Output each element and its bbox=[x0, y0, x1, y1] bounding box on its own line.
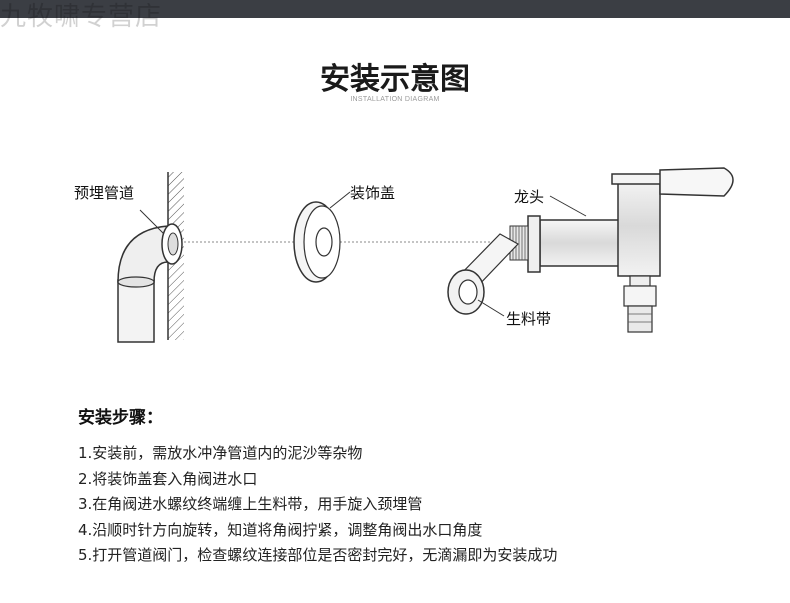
step-item: 3.在角阀进水螺纹终端缠上生料带，用手旋入颈埋管 bbox=[78, 495, 423, 513]
cover-leader-line bbox=[329, 191, 351, 209]
raw-material-tape-icon bbox=[447, 233, 519, 315]
faucet-leader-line bbox=[549, 195, 587, 217]
step-item: 1.安装前，需放水冲净管道内的泥沙等杂物 bbox=[78, 444, 363, 462]
top-bar bbox=[0, 0, 790, 18]
page-title: 安装示意图 bbox=[320, 62, 470, 97]
store-watermark: 九牧啸专营店 bbox=[0, 2, 163, 32]
label-cover: 装饰盖 bbox=[350, 184, 395, 202]
label-pipe: 预埋管道 bbox=[74, 184, 134, 202]
tape-leader-line bbox=[477, 299, 505, 317]
page-subtitle: INSTALLATION DIAGRAM bbox=[350, 96, 440, 103]
steps-heading: 安装步骤： bbox=[78, 408, 163, 428]
decorative-cover-icon bbox=[293, 201, 341, 283]
label-tape: 生料带 bbox=[506, 310, 551, 328]
faucet-icon bbox=[509, 167, 734, 333]
pipe-leader-line bbox=[139, 209, 165, 235]
installation-diagram: 预埋管道 装饰盖 龙头 bbox=[74, 167, 734, 343]
embedded-pipe-icon bbox=[117, 172, 184, 343]
step-item: 5.打开管道阀门，检查螺纹连接部位是否密封完好，无滴漏即为安装成功 bbox=[78, 546, 558, 564]
step-item: 2.将装饰盖套入角阀进水口 bbox=[78, 469, 258, 488]
label-faucet: 龙头 bbox=[514, 188, 544, 206]
steps-list: 1.安装前，需放水冲净管道内的泥沙等杂物 2.将装饰盖套入角阀进水口 3.在角阀… bbox=[78, 441, 557, 569]
step-item: 4.沿顺时针方向旋转，知道将角阀拧紧，调整角阀出水口角度 bbox=[78, 520, 483, 539]
